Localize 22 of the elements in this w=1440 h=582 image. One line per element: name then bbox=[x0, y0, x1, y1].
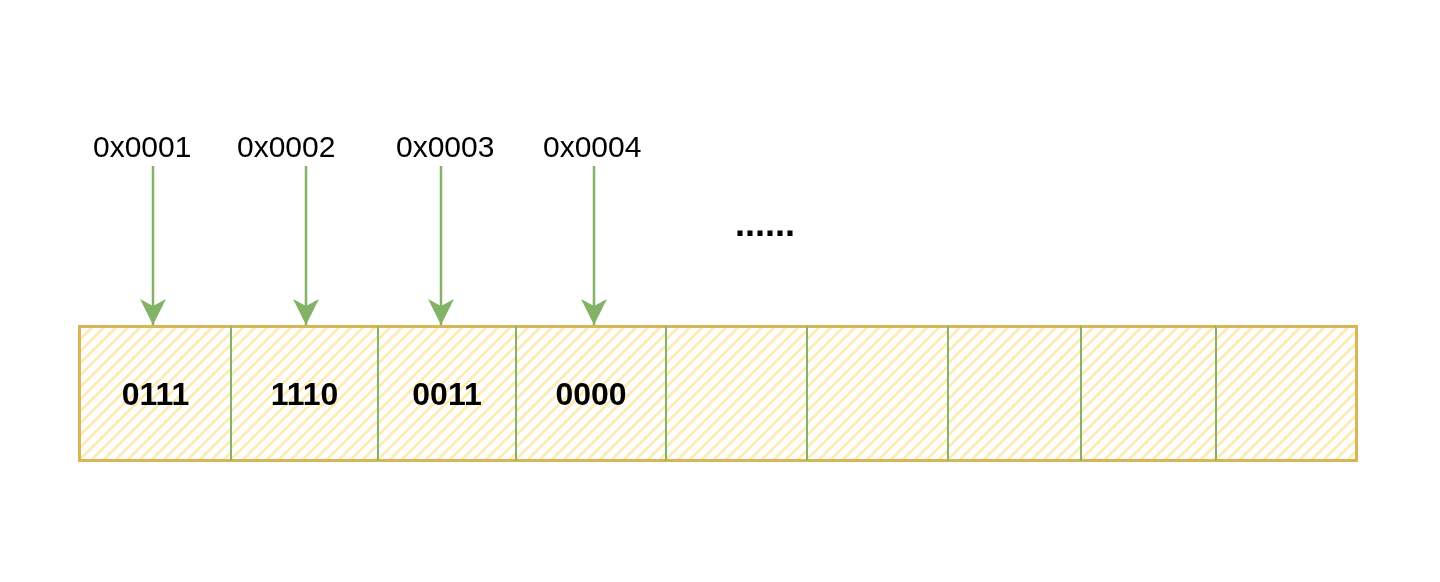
cell-value: 1110 bbox=[270, 375, 339, 412]
cell-value: 0000 bbox=[555, 375, 627, 412]
memory-cell bbox=[947, 325, 1080, 462]
address-label: 0x0001 bbox=[93, 130, 192, 164]
memory-cell bbox=[230, 325, 377, 462]
address-label: 0x0002 bbox=[237, 130, 336, 164]
arrow bbox=[140, 166, 166, 325]
address-label: 0x0003 bbox=[396, 130, 495, 164]
memory-cell bbox=[665, 325, 806, 462]
cell-value: 0111 bbox=[121, 375, 190, 412]
memory-cell bbox=[806, 325, 947, 462]
arrow bbox=[293, 166, 319, 325]
memory-cell bbox=[1080, 325, 1215, 462]
arrow bbox=[428, 166, 454, 325]
memory-cell bbox=[377, 325, 515, 462]
cell-value: 0011 bbox=[412, 375, 482, 412]
address-label: 0x0004 bbox=[543, 130, 642, 164]
memory-cell bbox=[78, 325, 230, 462]
arrow bbox=[581, 166, 607, 325]
memory-cell bbox=[1215, 325, 1358, 462]
memory-cell bbox=[515, 325, 665, 462]
ellipsis-note: ...... bbox=[735, 204, 795, 244]
